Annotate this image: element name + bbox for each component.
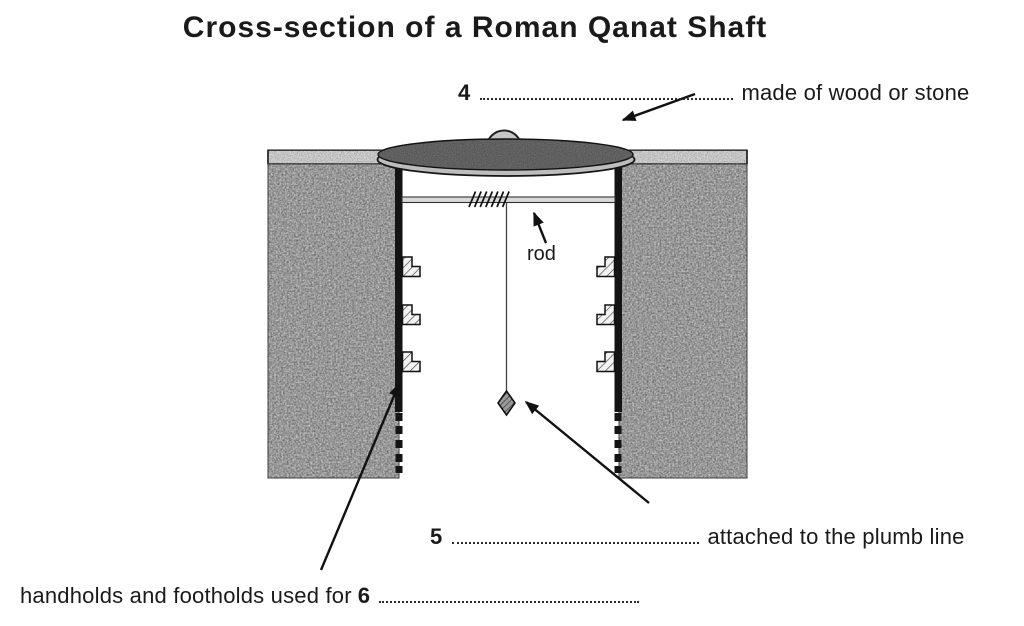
ground-left (267, 163, 400, 479)
ground-right (618, 163, 748, 479)
question-4-row: 4 made of wood or stone (458, 80, 969, 106)
answer-blank-4 (480, 94, 734, 100)
answer-blank-6 (379, 597, 640, 603)
arrow-to-rod (532, 211, 548, 244)
arrow-to-handholds (319, 382, 401, 571)
cover-top (377, 138, 634, 171)
shaft-cover (376, 129, 636, 177)
question-5-text: attached to the plumb line (707, 524, 965, 549)
question-5-row: 5 attached to the plumb line (430, 524, 965, 550)
question-6-text: handholds and footholds used for (20, 583, 352, 608)
question-4-text: made of wood or stone (741, 80, 970, 105)
page-title: Cross-section of a Roman Qanat Shaft (182, 11, 768, 44)
rod-label: rod (527, 243, 556, 265)
plumb-bob (497, 389, 516, 417)
handholds-right (596, 256, 616, 373)
shaft-wall-left (395, 161, 403, 473)
question-6-number: 6 (357, 583, 371, 608)
handholds-left (401, 256, 421, 373)
question-5-number: 5 (430, 524, 443, 549)
question-4-number: 4 (458, 80, 471, 105)
rod (401, 196, 616, 204)
string-winding (468, 191, 510, 208)
shaft-wall-right (614, 161, 622, 473)
answer-blank-5 (452, 538, 700, 544)
arrow-to-plumb-bob (524, 401, 650, 504)
